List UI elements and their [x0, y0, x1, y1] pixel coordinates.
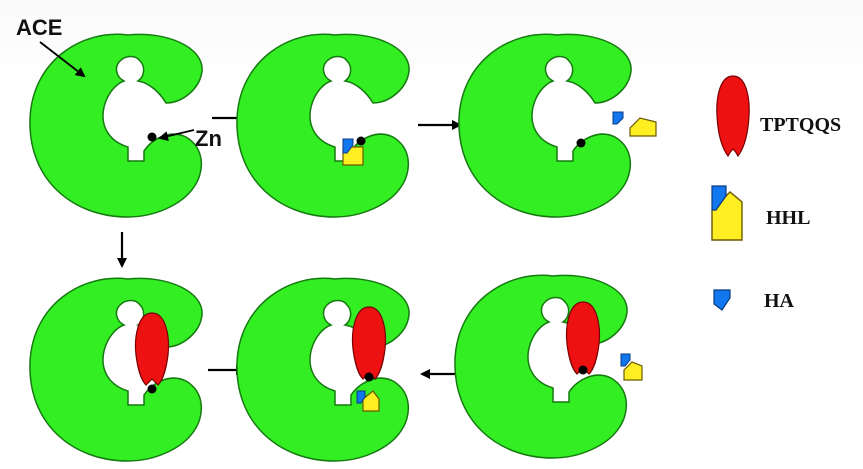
free-hhl — [623, 361, 643, 381]
product-icon — [713, 289, 731, 311]
peptide-icon — [716, 75, 750, 158]
tptqqs-peptide-bound — [351, 306, 387, 380]
zn-pointer-arrow — [158, 129, 195, 142]
legend-label-tptqqs: TPTQQS — [760, 114, 841, 136]
enzyme-free-with-zn — [29, 33, 203, 218]
free-ha — [620, 353, 631, 367]
zinc-ion — [147, 132, 157, 142]
zinc-ion — [356, 136, 366, 146]
zinc-ion — [364, 372, 374, 382]
zinc-ion — [147, 384, 157, 394]
legend-item-hhl: HHL — [711, 185, 810, 241]
enzyme-inhibitor-bound — [29, 277, 203, 462]
enzyme-hhl-bound — [236, 33, 410, 218]
legend-item-tptqqs: TPTQQS — [716, 75, 841, 158]
zn-label: Zn — [195, 126, 222, 151]
zinc-ion — [578, 365, 588, 375]
tptqqs-peptide-bound — [134, 312, 170, 386]
enzyme-inhibitor-substrate-released — [454, 274, 628, 459]
legend-item-ha: HA — [713, 289, 795, 312]
ha-fragment — [342, 138, 354, 154]
enzyme-label: ACE — [16, 15, 62, 40]
legend: TPTQQS HHL HA — [711, 75, 841, 312]
ha-fragment — [356, 390, 366, 404]
released-ha — [612, 111, 624, 125]
enzyme-after-hydrolysis — [458, 33, 632, 218]
ace-pointer-arrow — [39, 41, 86, 78]
enzyme-inhibitor-substrate — [236, 277, 410, 462]
released-hl — [629, 117, 657, 137]
legend-label-ha: HA — [764, 290, 795, 312]
zinc-ion — [576, 138, 586, 148]
substrate-blue-part — [711, 185, 727, 211]
tptqqs-peptide-bound — [565, 301, 601, 375]
hhl-substrate — [362, 390, 380, 412]
legend-label-hhl: HHL — [766, 207, 810, 229]
